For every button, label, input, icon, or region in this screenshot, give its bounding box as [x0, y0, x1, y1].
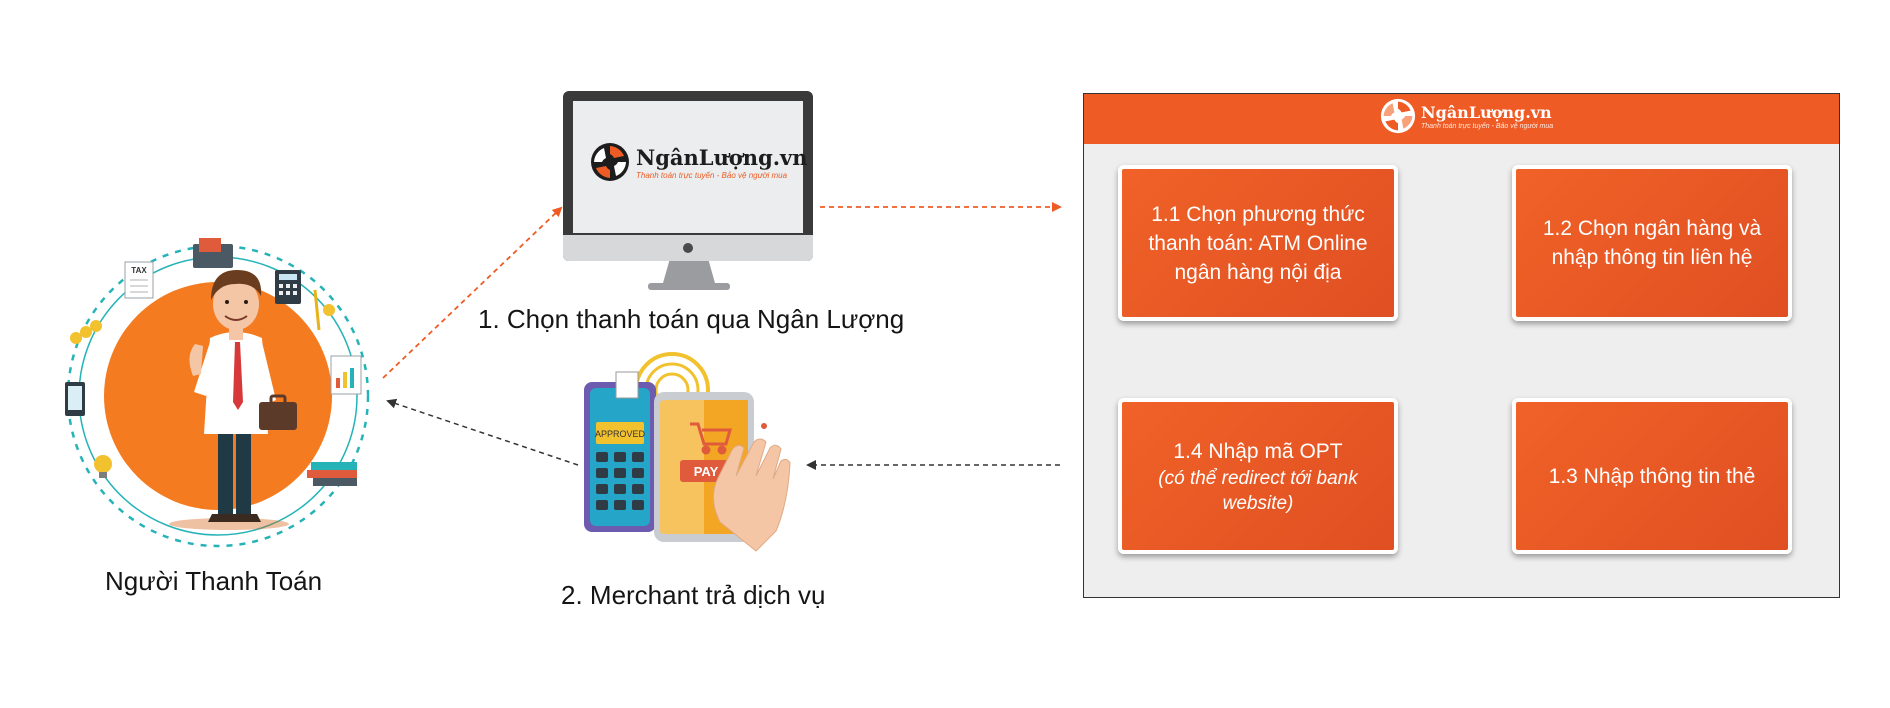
arrow-terminal-to-payer — [386, 398, 579, 466]
step-1-4-card: 1.4 Nhập mã OPT (có thể redirect tới ban… — [1118, 398, 1398, 554]
step-1-2-card: 1.2 Chọn ngân hàng và nhập thông tin liê… — [1512, 165, 1792, 321]
step-line: 1.2 Chọn ngân hàng và — [1542, 217, 1762, 240]
brand-name: NgânLượng.vn — [636, 144, 808, 170]
tablet-icon — [65, 382, 85, 416]
step-line: 1.4 Nhập mã OPT — [1173, 439, 1343, 463]
panel-header — [1084, 94, 1839, 144]
step-line: thanh toán: ATM Online — [1148, 231, 1368, 255]
step-line: ngân hàng nội địa — [1174, 260, 1342, 284]
nganluong-logo-icon — [1380, 98, 1416, 134]
step2-caption: 2. Merchant trả dịch vụ — [561, 580, 826, 610]
cart-icon — [690, 422, 732, 455]
brand-tagline: Thanh toán trực tuyến - Bảo vệ người mua — [636, 170, 788, 180]
monitor-power-dot — [683, 243, 693, 253]
nganluong-logo-icon — [591, 143, 629, 181]
step-1-3-card: 1.3 Nhập thông tin thẻ — [1512, 398, 1792, 554]
report-chart-icon — [330, 355, 362, 395]
lightbulb-icon — [94, 455, 112, 478]
payer-illustration: TAX — [65, 238, 370, 548]
screen-logo: NgânLượng.vn Thanh toán trực tuyến - Bảo… — [590, 142, 808, 182]
businessman-figure — [169, 270, 297, 530]
panel-brand-tagline: Thanh toán trực tuyến - Bảo vệ người mua — [1421, 122, 1554, 130]
svg-text:TAX: TAX — [131, 266, 147, 275]
step-note: (có thể redirect tới bank — [1158, 467, 1358, 489]
panel-header-logo: NgânLượng.vn Thanh toán trực tuyến - Bảo… — [1380, 98, 1553, 134]
panel-brand-name: NgânLượng.vn — [1421, 102, 1552, 122]
step-line: 1.1 Chọn phương thức — [1151, 202, 1365, 226]
arrow-payer-to-monitor — [382, 206, 563, 379]
step-1-1-card: 1.1 Chọn phương thức thanh toán: ATM Onl… — [1118, 165, 1398, 321]
coin-icons — [70, 304, 335, 344]
step-note: website) — [1222, 492, 1294, 514]
card-wallet-icon — [193, 238, 233, 268]
step-line: 1.3 Nhập thông tin thẻ — [1548, 464, 1756, 488]
calculator-icon — [275, 270, 301, 304]
monitor-stand — [663, 261, 715, 283]
books-icon — [307, 462, 357, 486]
approved-label: APPROVED — [595, 429, 646, 439]
monitor-base — [648, 283, 730, 290]
payer-caption: Người Thanh Toán — [105, 566, 323, 596]
tax-document-icon: TAX — [124, 261, 154, 299]
pay-label: PAY — [694, 464, 719, 479]
payment-terminal-illustration: APPROVED PAY — [584, 352, 791, 552]
step-line: nhập thông tin liên hệ — [1551, 246, 1753, 269]
step1-caption: 1. Chọn thanh toán qua Ngân Lượng — [478, 304, 905, 334]
